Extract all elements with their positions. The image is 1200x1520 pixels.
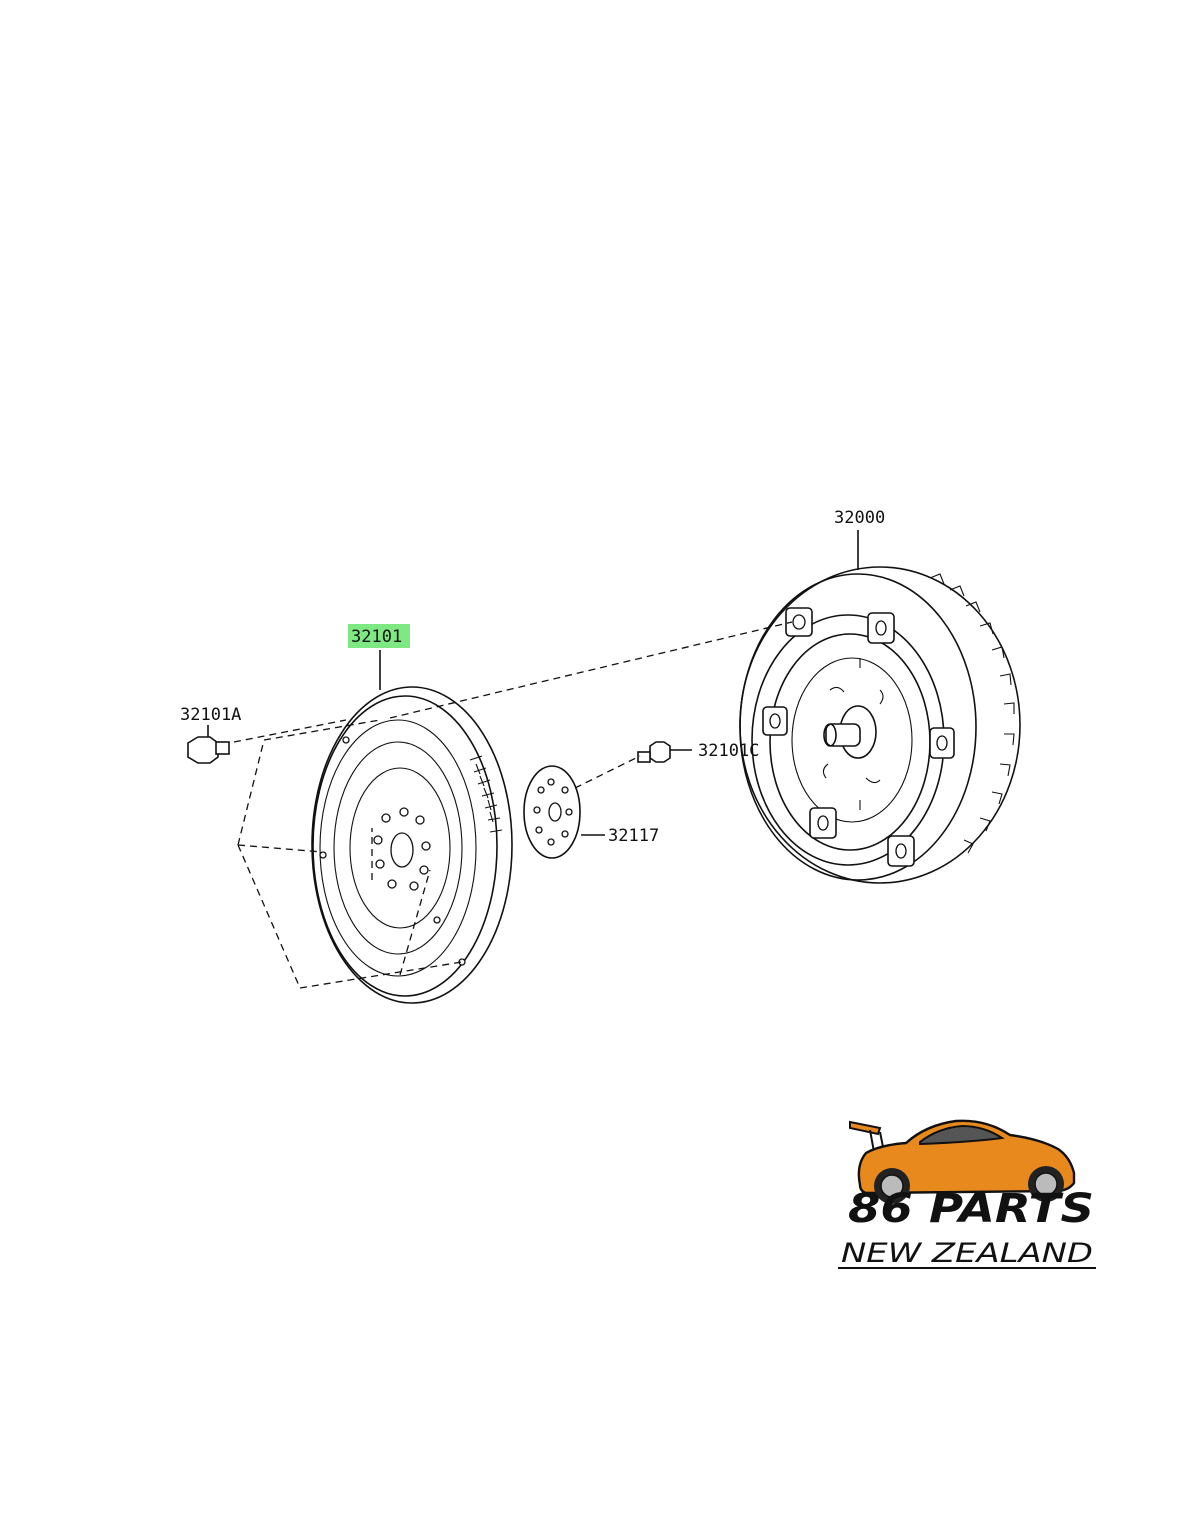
bolt-32101a	[187, 725, 230, 764]
label-32101: 32101	[351, 627, 402, 647]
torque-converter	[739, 530, 1021, 884]
logo-subtitle: NEW ZEALAND	[841, 1238, 1093, 1269]
logo-title: 86 PARTS	[848, 1186, 1094, 1232]
car-illustration	[849, 1119, 1076, 1204]
drive-plate	[311, 650, 513, 1004]
bolt-32101c	[637, 741, 692, 763]
label-32000: 32000	[834, 508, 885, 528]
spacer-plate	[523, 765, 605, 859]
label-32101-highlight	[348, 624, 410, 648]
label-32101c: 32101C	[698, 741, 759, 761]
label-32117: 32117	[608, 826, 659, 846]
alignment-lines	[233, 621, 793, 989]
brand-logo: 86 PARTS NEW ZEALAND	[838, 1119, 1096, 1269]
label-32101a: 32101A	[180, 705, 241, 725]
